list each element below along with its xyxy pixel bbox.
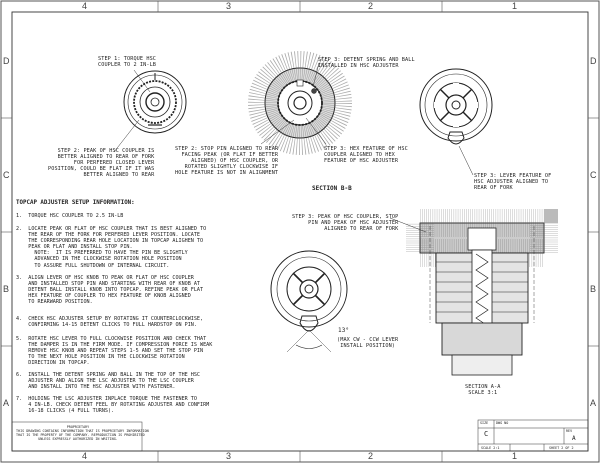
- leader-step2-stop: [260, 119, 295, 145]
- instruction-step-3: 3. ALIGN LEVER OF HSC KNOB TO PEAK OR FL…: [16, 275, 204, 306]
- rev-label: REV: [566, 429, 573, 433]
- callout-step3-peak: STEP 3: PEAK OF HSC COUPLER, STOP PIN AN…: [292, 214, 399, 232]
- angle-label: 13°: [338, 327, 350, 334]
- zone-row-d-right: D: [590, 56, 597, 66]
- zone-row-b-left: B: [3, 284, 10, 294]
- lever-range-note: (MAX CW - CCW LEVER INSTALL POSITION): [337, 337, 399, 349]
- zone-col-4-top: 4: [82, 1, 88, 11]
- zone-row-d-left: D: [3, 56, 10, 66]
- leader-step3-spring: [312, 62, 320, 88]
- callout-step3-spring: STEP 3: DETENT SPRING AND BALL INSTALLED…: [318, 57, 415, 69]
- zone-col-2-bottom: 2: [368, 451, 374, 461]
- zone-col-3-top: 3: [226, 1, 232, 11]
- size-label: SIZE: [480, 421, 489, 425]
- dwg-no-label: DWG NO: [496, 421, 509, 425]
- zone-col-2-top: 2: [368, 1, 374, 11]
- instruction-step-1: 1. TORQUE HSC COUPLER TO 2.5 IN-LB: [16, 213, 124, 219]
- instruction-step-4: 4. CHECK HSC ADJUSTER SETUP BY ROTATING …: [16, 316, 204, 329]
- zone-row-a-left: A: [3, 398, 10, 408]
- zone-row-b-right: B: [590, 284, 597, 294]
- instructions-heading: TOPCAP ADJUSTER SETUP INFORMATION:: [16, 200, 135, 206]
- zone-row-c-right: C: [590, 170, 597, 180]
- leader-step1: [133, 69, 151, 93]
- callout-step3-hex: STEP 3: HEX FEATURE OF HSC COUPLER ALIGN…: [324, 146, 408, 164]
- instruction-step-7: 7. HOLDING THE LSC ADJUSTER INPLACE TORQ…: [16, 396, 210, 415]
- section-bb-label: SECTION B-B: [312, 185, 352, 192]
- zone-col-1-top: 1: [512, 1, 518, 11]
- zone-row-a-right: A: [590, 398, 597, 408]
- leader-step3-peak: [389, 217, 427, 233]
- section-aa-label: SECTION A-A SCALE 3:1: [465, 384, 501, 396]
- callout-step1: STEP 1: TORQUE HSC COUPLER TO 2 IN-LB: [98, 56, 157, 68]
- leader-step3-lever: [458, 145, 474, 176]
- callout-step3-lever: STEP 3: LEVER FEATURE OF HSC ADJUSTER AL…: [474, 173, 552, 191]
- zone-col-4-bottom: 4: [82, 451, 88, 461]
- hsc-adjuster-top-view: [419, 68, 493, 145]
- instruction-step-2: 2. LOCATE PEAK OR FLAT OF HSC COUPLER TH…: [16, 226, 207, 269]
- callout-step2-stop: STEP 2: STOP PIN ALIGNED TO REAR FACING …: [175, 146, 279, 176]
- sheet-value: SHEET 2 OF 2: [549, 446, 574, 450]
- section-aa-view: [406, 209, 558, 376]
- instruction-step-5: 5. ROTATE HSC LEVER TO FULL CLOCKWISE PO…: [16, 336, 213, 367]
- size-value: C: [484, 430, 489, 438]
- title-block: [11, 419, 589, 452]
- proprietary-notice: PROPRIETARY THIS DRAWING CONTAINS INFORM…: [16, 425, 149, 441]
- callout-step2: STEP 2: PEAK OF HSC COUPLER IS BETTER AL…: [48, 148, 155, 178]
- scale-value: SCALE 2:1: [481, 446, 500, 450]
- hsc-coupler-top-view: [123, 70, 187, 134]
- zone-row-c-left: C: [3, 170, 10, 180]
- rev-value: A: [572, 435, 576, 442]
- leader-step2: [113, 119, 140, 153]
- instruction-step-6: 6. INSTALL THE DETENT SPRING AND BALL IN…: [16, 372, 201, 391]
- zone-col-3-bottom: 3: [226, 451, 232, 461]
- zone-col-1-bottom: 1: [512, 451, 518, 461]
- section-bb-view: [248, 51, 352, 155]
- lever-range-view: [270, 250, 348, 353]
- leader-step3-hex: [305, 117, 327, 145]
